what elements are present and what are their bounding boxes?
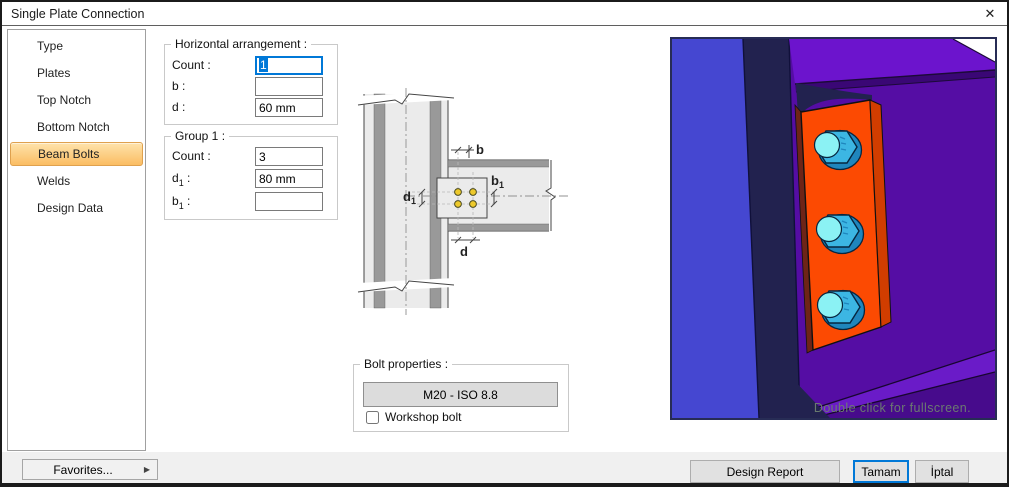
dialog-title: Single Plate Connection (11, 7, 145, 21)
workshop-bolt-checkbox[interactable] (366, 411, 379, 424)
d-input[interactable] (255, 98, 323, 117)
bolt-properties-title: Bolt properties : (360, 357, 453, 371)
group1-count-label: Count : (172, 149, 211, 163)
bolt (469, 188, 477, 196)
group1-count-input[interactable] (255, 147, 323, 166)
beam-3d-flange-underside (795, 70, 995, 92)
close-icon[interactable]: ✕ (984, 6, 996, 21)
horizontal-arrangement-title: Horizontal arrangement : (171, 37, 312, 51)
sidebar-item-type[interactable]: Type (37, 39, 64, 53)
design-report-button[interactable]: Design Report (690, 460, 840, 483)
bolt (454, 200, 462, 208)
sidebar: Type Plates Top Notch Bottom Notch Beam … (7, 29, 146, 451)
dim-label-d1: d1 (403, 189, 416, 206)
beam-bottom-flange (447, 223, 551, 232)
count-input[interactable]: 1 (255, 56, 323, 75)
group1-box: Group 1 : (164, 129, 338, 220)
beam-break-symbol (545, 160, 556, 231)
bolt-grade-button[interactable]: M20 - ISO 8.8 (363, 382, 558, 407)
column-3d-side (743, 39, 800, 418)
cancel-button[interactable]: İptal (915, 460, 969, 483)
dimension-b (451, 145, 474, 158)
sidebar-item-top-notch[interactable]: Top Notch (37, 93, 92, 107)
sidebar-item-welds[interactable]: Welds (37, 174, 71, 188)
favorites-button[interactable]: Favorites... ▶ (22, 459, 158, 480)
dim-label-b: b (476, 142, 484, 157)
dim-label-b1: b1 (491, 173, 504, 190)
favorites-arrow-icon: ▶ (143, 465, 150, 474)
horizontal-arrangement-group: Horizontal arrangement : (164, 37, 338, 125)
group1-title: Group 1 : (171, 129, 230, 143)
bolt-3d (813, 129, 866, 331)
bolt-symbols (454, 188, 477, 208)
bolt (469, 200, 477, 208)
beam-3d-top-flange (789, 39, 995, 84)
dimension-d1 (418, 188, 426, 208)
beam-top-flange (447, 159, 551, 168)
bolt-properties-group: Bolt properties : (353, 357, 569, 432)
sidebar-item-beam-bolts[interactable]: Beam Bolts (10, 142, 143, 166)
b1-input[interactable] (255, 192, 323, 211)
sidebar-item-design-data[interactable]: Design Data (37, 201, 104, 215)
d1-input[interactable] (255, 169, 323, 188)
3d-render (672, 38, 996, 419)
sidebar-item-bottom-notch[interactable]: Bottom Notch (37, 120, 110, 134)
dimension-d (451, 236, 480, 244)
d-label: d : (172, 100, 186, 114)
bolt (454, 188, 462, 196)
d1-label: d1 : (172, 171, 191, 188)
column-3d-face (672, 39, 759, 418)
shear-plate (436, 177, 488, 219)
plate-3d-side (869, 99, 892, 328)
beam-3d-fillet (796, 83, 872, 117)
sidebar-item-plates[interactable]: Plates (37, 66, 71, 80)
dim-label-d: d (460, 244, 468, 259)
fullscreen-hint: Double click for fullscreen. (813, 401, 971, 415)
beam-3d-bottom-flange (800, 350, 995, 418)
connection-diagram: b d d1 b1 (357, 88, 570, 315)
column-3d-base-wedge (789, 375, 830, 418)
b-input[interactable] (255, 77, 323, 96)
dimension-b1 (490, 188, 498, 208)
b-label: b : (172, 79, 186, 93)
workshop-bolt-label: Workshop bolt (385, 410, 462, 424)
column-flange-left (373, 93, 386, 309)
count-label: Count : (172, 58, 211, 72)
ok-button[interactable]: Tamam (853, 460, 909, 483)
title-bar: Single Plate Connection ✕ (2, 2, 1007, 26)
b1-label: b1 : (172, 194, 191, 211)
3d-preview[interactable]: Double click for fullscreen. (670, 37, 997, 420)
